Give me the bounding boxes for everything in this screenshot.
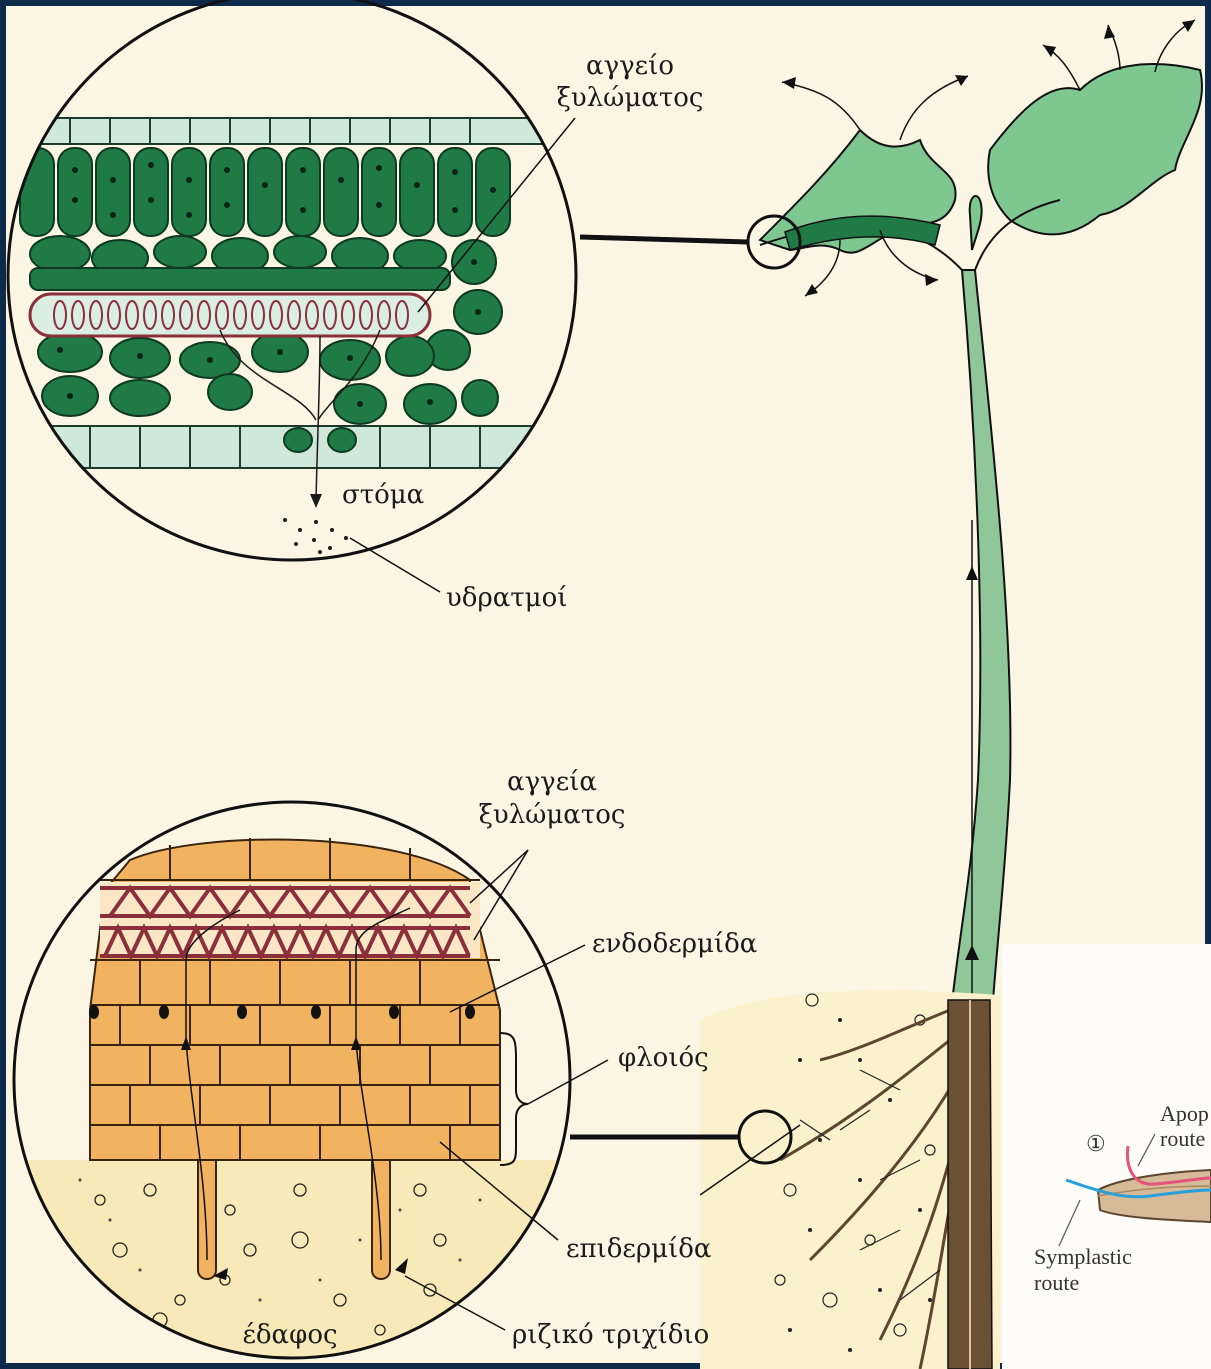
symplastic-route-line2: route (1034, 1270, 1079, 1295)
guard-cell (284, 428, 312, 452)
leaf-xylem-label-line2: ξυλώματος (557, 83, 704, 113)
upper-epidermis (0, 118, 580, 144)
root-hair-label: ριζικό τριχίδιο (512, 1320, 709, 1350)
root-xylem-vessels (100, 882, 480, 958)
root-xylem-label-line1: αγγεία (507, 767, 597, 797)
leaf-xylem-vessel (30, 294, 430, 336)
epidermis-label: επιδερμίδα (566, 1234, 711, 1264)
stoma-label: στόμα (342, 480, 424, 510)
apoplastic-route-line2: route (1160, 1126, 1205, 1151)
water-vapor-label: υδρατμοί (446, 583, 567, 613)
guard-cell (328, 428, 356, 452)
endodermis-label: ενδοδερμίδα (592, 929, 757, 959)
lower-epidermis (0, 426, 580, 468)
cortex-label: φλοιός (618, 1043, 709, 1073)
symplastic-route-line1: Symplastic (1034, 1244, 1132, 1269)
root-xylem-label-line2: ξυλώματος (479, 800, 626, 830)
root-hair (198, 1160, 216, 1279)
apoplastic-route-line1: Apop (1160, 1101, 1209, 1126)
soil-label: έδαφος (242, 1320, 337, 1350)
route-inset: ① Apop route Symplastic route (1002, 944, 1211, 1369)
leaf-xylem-label-line1: αγγείο (586, 51, 674, 81)
inset-step-marker: ① (1086, 1131, 1106, 1156)
